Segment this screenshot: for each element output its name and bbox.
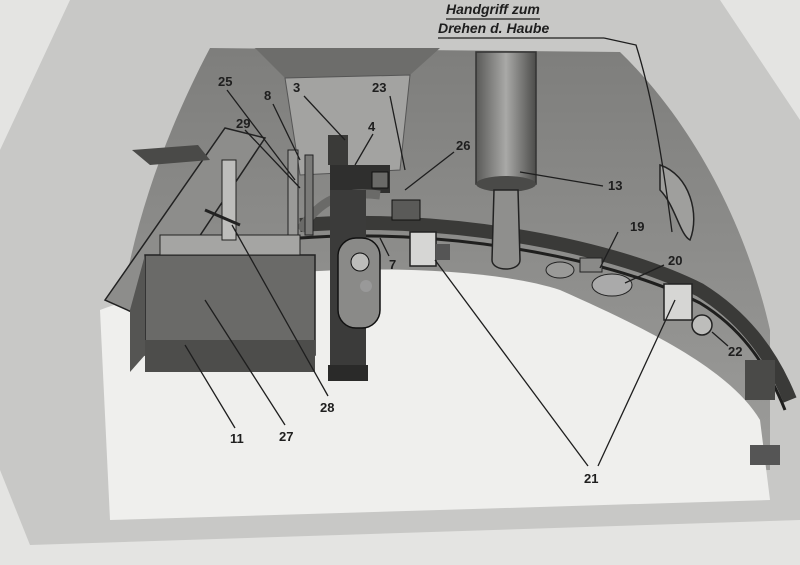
label-7: 7 [389,257,396,272]
label-23: 23 [372,80,386,95]
cupola-turning-handle [659,163,695,242]
label-3: 3 [293,80,300,95]
label-19: 19 [630,219,644,234]
caption-line-2: Drehen d. Haube [438,20,549,36]
hatch-frame [284,74,411,176]
label-22: 22 [728,344,742,359]
label-21: 21 [584,471,598,486]
label-8: 8 [264,88,271,103]
label-11: 11 [230,431,244,446]
mount-column [328,190,381,381]
label-28: 28 [320,400,334,415]
caption-line-1: Handgriff zum [446,1,540,17]
ring-fittings [545,257,780,465]
label-27: 27 [279,429,293,444]
label-26: 26 [456,138,470,153]
leader-lines [184,37,729,467]
label-29: 29 [236,116,250,131]
periscope-cylinder [475,51,537,270]
label-13: 13 [608,178,622,193]
ring-clamp-right [663,283,713,336]
hatch-panel [255,48,440,78]
ring-clamp-left [409,231,450,267]
label-4: 4 [368,119,376,134]
label-20: 20 [668,253,682,268]
label-25: 25 [218,74,232,89]
